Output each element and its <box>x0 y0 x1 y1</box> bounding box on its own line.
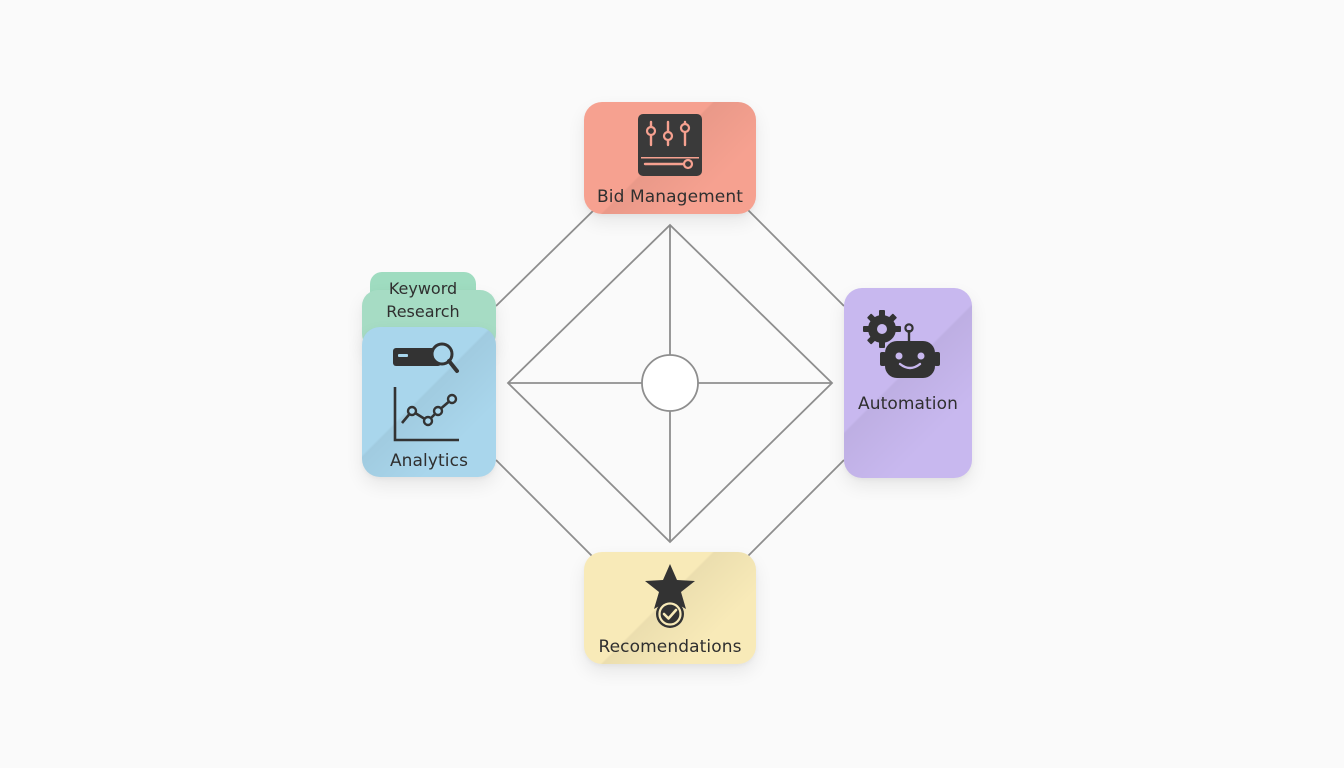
search-bar-icon <box>393 342 459 373</box>
recommendations-label: Recomendations <box>598 637 742 657</box>
star-check-badge-icon <box>645 564 695 628</box>
gear-robot-icon <box>863 310 940 378</box>
connector-analytics-recs <box>495 459 593 557</box>
central-hub-circle <box>641 354 699 412</box>
sliders-panel-icon <box>638 114 702 176</box>
keyword-research-label: Keyword Research <box>386 279 460 321</box>
line-chart-icon <box>393 387 459 442</box>
automation-card[interactable]: Automation <box>844 288 972 478</box>
analytics-label: Analytics <box>389 451 469 471</box>
bid-management-label: Bid Management <box>597 187 743 207</box>
connector-bid-automation <box>745 207 845 307</box>
automation-label: Automation <box>857 394 958 414</box>
connector-bid-keyword <box>495 207 597 307</box>
analytics-card[interactable]: Analytics <box>362 327 496 477</box>
bid-management-card[interactable]: Bid Management <box>584 102 756 214</box>
connector-automation-recs <box>747 459 845 557</box>
recommendations-card[interactable]: Recomendations <box>584 552 756 664</box>
